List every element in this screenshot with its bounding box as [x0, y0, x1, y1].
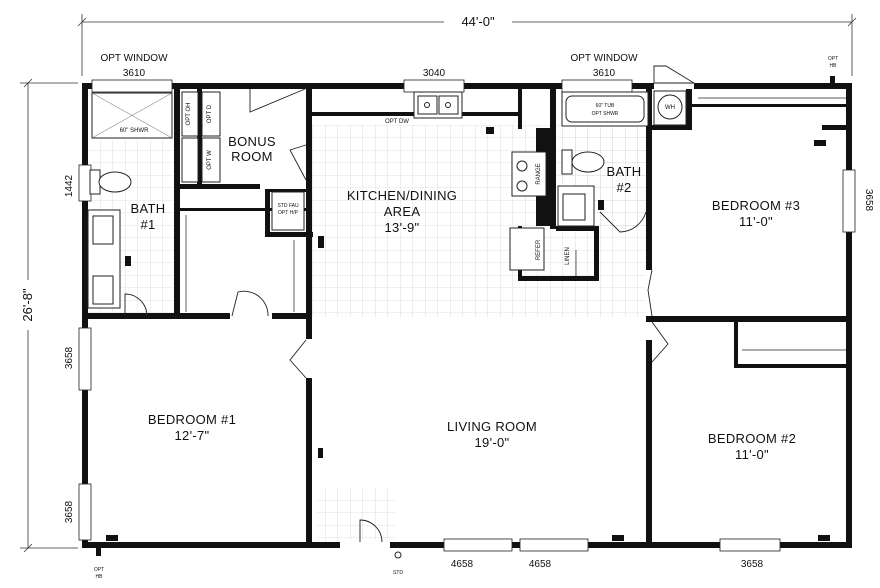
kitchen-name: KITCHEN/DINING	[347, 188, 457, 203]
overall-width-dimension	[77, 14, 857, 76]
window-kitchen	[403, 79, 465, 93]
window-opt-right	[561, 79, 633, 93]
bath1-number: #1	[140, 217, 155, 232]
bedroom3-size: 11'-0"	[739, 214, 773, 229]
bonus-name: BONUS	[228, 134, 276, 149]
living-window-2-size: 4658	[529, 559, 552, 570]
range-label: RANGE	[536, 163, 542, 184]
overall-depth-dimension	[20, 78, 78, 553]
windows	[78, 79, 856, 552]
opt-d-label: OPT D	[207, 104, 213, 123]
living-window-1-size: 4658	[451, 559, 474, 570]
bath2-number: #2	[616, 180, 631, 195]
window-living-1	[443, 538, 513, 552]
hb-bottom-opt: OPT	[94, 567, 104, 573]
window-bedroom1-upper	[78, 327, 92, 391]
bath1-window-size: 1442	[64, 174, 75, 197]
bedroom3-name: BEDROOM #3	[712, 198, 800, 213]
bath2-name: BATH	[607, 164, 642, 179]
std-fau-label: STD FAU	[277, 203, 299, 209]
bedroom3-window-size: 3658	[863, 189, 874, 212]
opt-dw-label: OPT DW	[385, 119, 409, 125]
tub-shwr-label: OPT SHWR	[592, 111, 619, 117]
opt-window-left-size: 3610	[123, 68, 146, 79]
refrigerator	[509, 227, 545, 271]
wh-label: WH	[665, 105, 675, 111]
hb-top-opt: OPT	[828, 56, 838, 62]
opt-w-label: OPT W	[207, 150, 213, 170]
outlet-bath2	[598, 200, 604, 210]
vanity-bath1	[87, 209, 121, 309]
closet-shelves	[185, 97, 846, 351]
tub-bath2	[561, 91, 649, 127]
opt-oh-label: OPT OH	[186, 103, 192, 126]
entry-tile-floor	[316, 488, 396, 544]
opt-window-right-label: OPT WINDOW	[570, 53, 638, 64]
outlets	[106, 140, 830, 541]
kitchen-window-size: 3040	[423, 68, 446, 79]
shower-label: 60" SHWR	[120, 128, 149, 134]
toilet-bath2	[561, 149, 605, 175]
opt-window-right-size: 3610	[593, 68, 616, 79]
bedroom1-window-lower-size: 3658	[64, 500, 75, 523]
overall-depth-label: 26'-8"	[20, 288, 35, 322]
bonus-room: ROOM	[231, 149, 273, 164]
range	[511, 151, 547, 197]
bedroom2-name: BEDROOM #2	[708, 431, 796, 446]
toilet-bath1	[89, 169, 132, 195]
shower-bath1	[91, 92, 173, 139]
outlet-bath1	[125, 256, 131, 266]
hb-bottom-hb: HB	[96, 574, 104, 580]
living-name: LIVING ROOM	[447, 419, 537, 434]
hose-bib-top-right	[830, 76, 835, 85]
linen-label: LINEN	[565, 247, 571, 265]
window-bedroom3	[842, 169, 856, 233]
kitchen-size: 13'-9"	[385, 220, 420, 235]
opt-window-left-label: OPT WINDOW	[100, 53, 168, 64]
overall-width-label: 44'-0"	[461, 14, 495, 29]
window-opt-left	[91, 79, 173, 93]
window-bedroom2	[719, 538, 781, 552]
bedroom1-name: BEDROOM #1	[148, 412, 236, 427]
kitchen-sink	[413, 91, 463, 119]
water-heater	[653, 90, 687, 126]
living-size: 19'-0"	[475, 435, 510, 450]
doors	[124, 65, 696, 543]
outlet-kitchen-left	[318, 236, 324, 248]
door-gap-entry	[340, 540, 390, 550]
laundry	[181, 91, 221, 183]
kitchen-area: AREA	[384, 204, 421, 219]
window-bedroom1-lower	[78, 483, 92, 541]
window-living-2	[519, 538, 589, 552]
vanity-bath2	[557, 185, 595, 227]
bedroom1-window-upper-size: 3658	[64, 346, 75, 369]
hose-bib-bottom-left	[96, 547, 101, 556]
opt-hp-label: OPT H/P	[278, 210, 299, 216]
bedroom2-size: 11'-0"	[735, 447, 769, 462]
furnace	[271, 191, 305, 231]
tub-label: 60" TUB	[596, 103, 615, 109]
std-valve	[394, 551, 402, 559]
window-bath1	[78, 164, 92, 202]
refer-label: REFER	[536, 239, 542, 260]
bedroom2-window-size: 3658	[741, 559, 764, 570]
bath1-name: BATH	[131, 201, 166, 216]
outlet-kitchen-top	[486, 127, 494, 134]
hb-top-hb: HB	[830, 63, 838, 69]
bedroom1-size: 12'-7"	[175, 428, 210, 443]
std-label: STD	[393, 570, 403, 576]
